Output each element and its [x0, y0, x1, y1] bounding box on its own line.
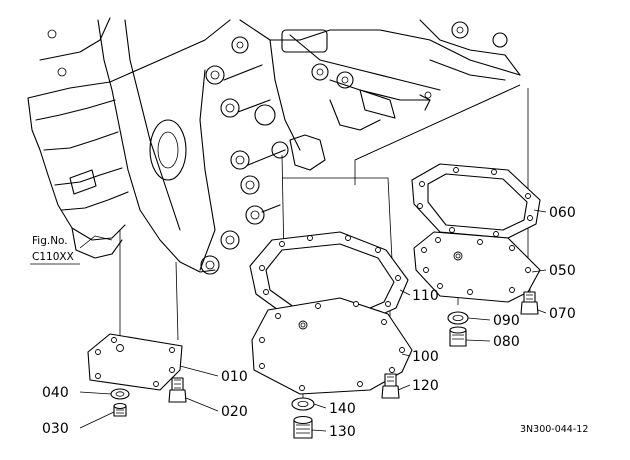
- plug-130: [293, 415, 313, 439]
- washer-040: [110, 388, 130, 400]
- leader-lines: [79, 209, 547, 432]
- label-060: 060: [549, 205, 576, 221]
- figure-ref-line1: Fig.No.: [32, 235, 68, 247]
- label-140: 140: [329, 401, 356, 417]
- bolt-070: [520, 291, 539, 315]
- label-110: 110: [412, 288, 439, 304]
- label-080: 080: [493, 334, 520, 350]
- label-020: 020: [221, 404, 248, 420]
- label-130: 130: [329, 424, 356, 440]
- washer-090: [447, 311, 469, 325]
- bolt-120: [381, 373, 400, 399]
- transmission-housing: [27, 17, 521, 275]
- label-100: 100: [412, 349, 439, 365]
- cover-plate-100: [251, 297, 413, 395]
- bolt-020: [168, 377, 187, 403]
- label-120: 120: [412, 378, 439, 394]
- part-labels: 060 050 070 090 080 110 100 120 140 130 …: [42, 205, 576, 440]
- gasket-060: [411, 163, 541, 239]
- cover-plate-050: [413, 231, 541, 303]
- label-040: 040: [42, 385, 69, 401]
- figure-reference: Fig.No. C110XX: [30, 235, 80, 265]
- label-010: 010: [221, 369, 248, 385]
- label-090: 090: [493, 313, 520, 329]
- label-070: 070: [549, 306, 576, 322]
- label-030: 030: [42, 421, 69, 437]
- cover-plate-010: [87, 333, 183, 391]
- washer-140: [291, 397, 315, 411]
- gasket-110: [249, 231, 409, 325]
- drawing-code: 3N300-044-12: [520, 424, 588, 435]
- plug-030: [113, 402, 127, 417]
- label-050: 050: [549, 263, 576, 279]
- plug-080: [449, 326, 467, 347]
- figure-ref-line2: C110XX: [32, 251, 74, 263]
